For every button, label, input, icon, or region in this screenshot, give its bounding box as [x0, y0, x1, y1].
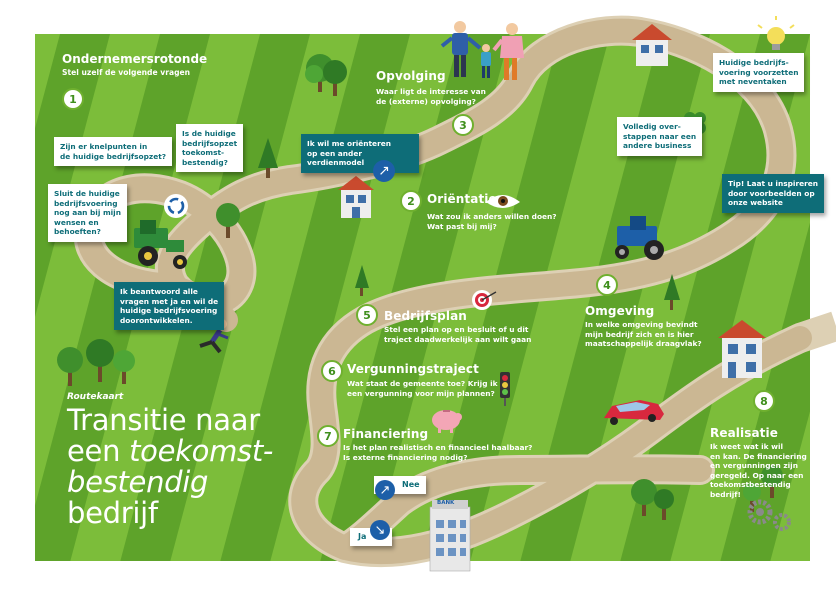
step-5-number: 5: [356, 304, 378, 326]
tree-icon: [216, 203, 240, 238]
page-subtitle: Stel uzelf de volgende vragen: [62, 68, 191, 77]
main-title-line4: bedrijf: [67, 496, 158, 530]
turn-arrow-icon: ↗: [373, 160, 395, 182]
card-knelpunten: Zijn er knelpunten in de huidige bedrijf…: [54, 137, 173, 167]
house-icon: [718, 320, 766, 378]
step-2-title: Oriëntatie: [427, 192, 497, 206]
turn-arrow-icon: ↗: [375, 480, 395, 500]
tractor-icon: [615, 216, 664, 260]
roundabout-icon: [164, 194, 188, 218]
person-icon: [481, 44, 491, 78]
piggy-bank-icon: [432, 410, 462, 433]
step-6-question: Wat staat de gemeente toe? Krijg ik een …: [347, 379, 498, 398]
car-icon: [604, 400, 664, 425]
target-icon: [472, 290, 497, 310]
step-8-number: 8: [753, 390, 775, 412]
step-4-question: In welke omgeving bevindt mijn bedrijf z…: [585, 320, 702, 348]
main-title-line2-b: toekomst-: [129, 434, 274, 468]
bank-building-icon: [429, 500, 471, 572]
lightbulb-icon: [757, 16, 795, 50]
card-sluit-aan: Sluit de huidige bedrijfsvoering nog aan…: [48, 184, 127, 242]
step-3-number: 3: [452, 114, 474, 136]
page-title: Ondernemersrotonde: [62, 52, 208, 66]
step-6-title: Vergunningstraject: [347, 362, 479, 376]
house-icon: [338, 176, 374, 218]
main-title-line3: bestendig: [67, 465, 209, 499]
step-3-question: Waar ligt de interesse van de (externe) …: [376, 87, 486, 106]
main-title: Transitie naar een toekomst- bestendig b…: [67, 405, 273, 529]
eye-icon: [486, 195, 520, 208]
step-4-number: 4: [596, 274, 618, 296]
tractor-icon: [134, 220, 187, 269]
step-1-number: 1: [62, 88, 84, 110]
step-5-title: Bedrijfsplan: [384, 309, 467, 323]
turn-arrow-icon: ↘: [370, 520, 390, 540]
card-toekomstbestendig: Is de huidige bedrijfsopzet toekomst- be…: [176, 124, 244, 173]
step-2-number: 2: [400, 190, 422, 212]
step-7-title: Financiering: [343, 427, 429, 441]
step-8-title: Realisatie: [710, 426, 778, 440]
main-title-line2: een toekomst-: [67, 436, 273, 467]
gears-icon: [747, 499, 791, 531]
person-icon: [440, 21, 482, 77]
card-beantwoord: Ik beantwoord alle vragen met ja en wil …: [114, 282, 225, 331]
step-2-question: Wat zou ik anders willen doen? Wat past …: [427, 212, 557, 231]
card-overstappen: Volledig over- stappen naar een andere b…: [617, 117, 703, 156]
card-voortzetten: Huidige bedrijfs- voering voorzetten met…: [713, 53, 805, 92]
tree-icon: [258, 138, 278, 178]
step-8-question: Ik weet wat ik wil en kan. De financieri…: [710, 442, 807, 499]
card-tip: Tip! Laat u inspireren door voorbeelden …: [722, 174, 825, 213]
house-icon: [632, 24, 672, 66]
main-title-line2-a: een: [67, 434, 130, 468]
card-orienteren: Ik wil me oriënteren op een ander verdie…: [301, 134, 419, 173]
tree-icon: [664, 274, 680, 310]
title-kicker: Routekaart: [67, 392, 124, 402]
bank-label: BANK: [437, 500, 455, 506]
step-3-title: Opvolging: [376, 69, 446, 83]
tree-icon: [57, 339, 135, 386]
tree-icon: [323, 60, 347, 96]
tree-icon: [355, 265, 369, 296]
step-7-question: Is het plan realistisch en financieel ha…: [343, 443, 533, 462]
traffic-light-icon: [500, 372, 510, 406]
step-6-number: 6: [321, 360, 343, 382]
step-4-title: Omgeving: [585, 304, 655, 318]
tree-icon: [631, 465, 783, 520]
step-7-number: 7: [317, 425, 339, 447]
main-title-line1: Transitie naar: [67, 403, 260, 437]
person-icon: [492, 23, 524, 80]
step-5-question: Stel een plan op en besluit of u dit tra…: [384, 325, 532, 344]
